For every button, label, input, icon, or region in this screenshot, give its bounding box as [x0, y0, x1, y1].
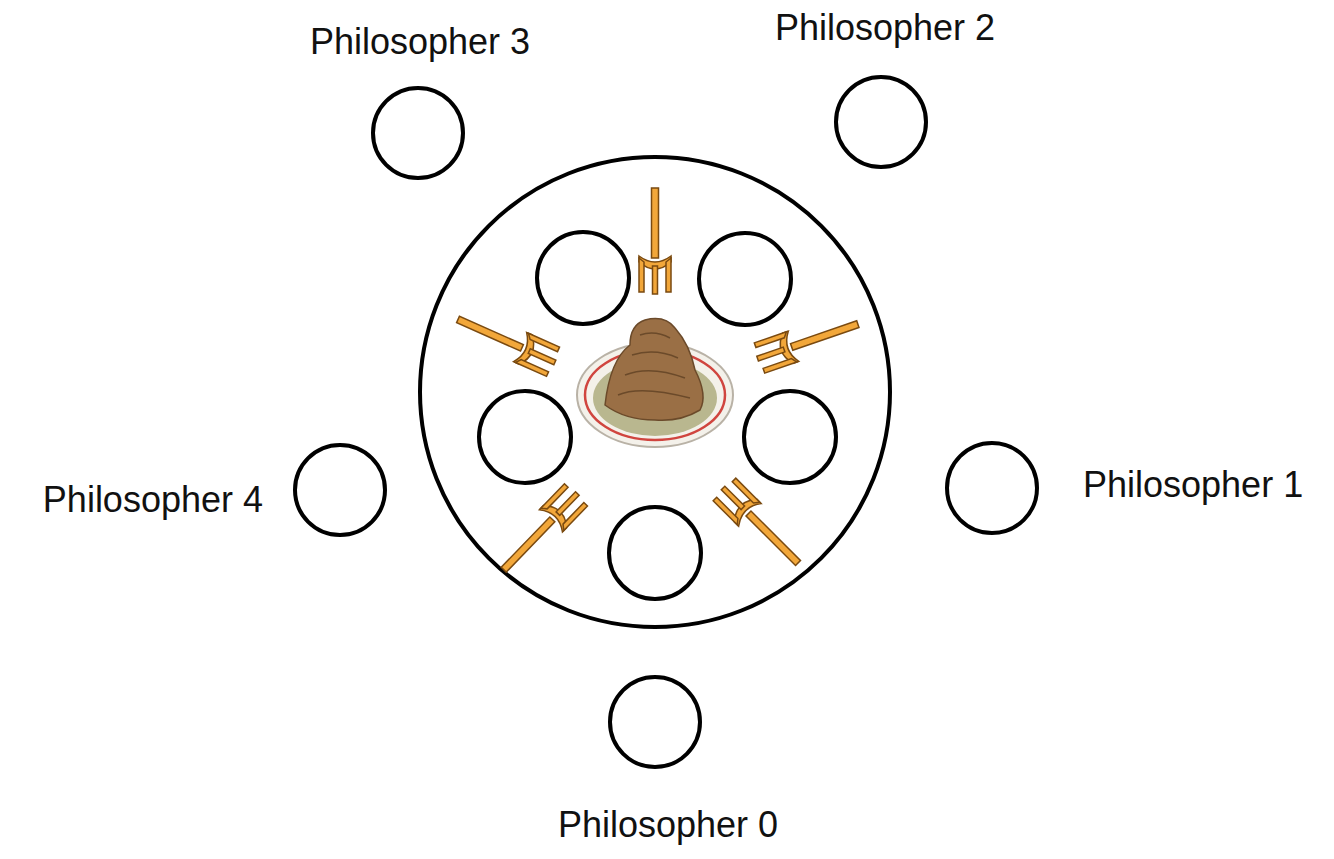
- philosopher-label: Philosopher 1: [1083, 467, 1303, 503]
- philosopher-seat: Philosopher 0: [608, 675, 702, 769]
- philosopher-label: Philosopher 3: [310, 24, 530, 60]
- philosopher-seat: Philosopher 2: [834, 75, 928, 169]
- table: [420, 157, 890, 627]
- forks: [452, 188, 864, 581]
- philosopher-seat: Philosopher 3: [371, 86, 465, 180]
- philosopher-seat: Philosopher 1: [945, 441, 1039, 535]
- food-bowl: [577, 319, 733, 447]
- philosopher-seat: Philosopher 4: [293, 443, 387, 537]
- philosopher-label: Philosopher 0: [558, 807, 778, 843]
- philosopher-label: Philosopher 2: [775, 10, 995, 46]
- philosopher-label: Philosopher 4: [43, 482, 263, 518]
